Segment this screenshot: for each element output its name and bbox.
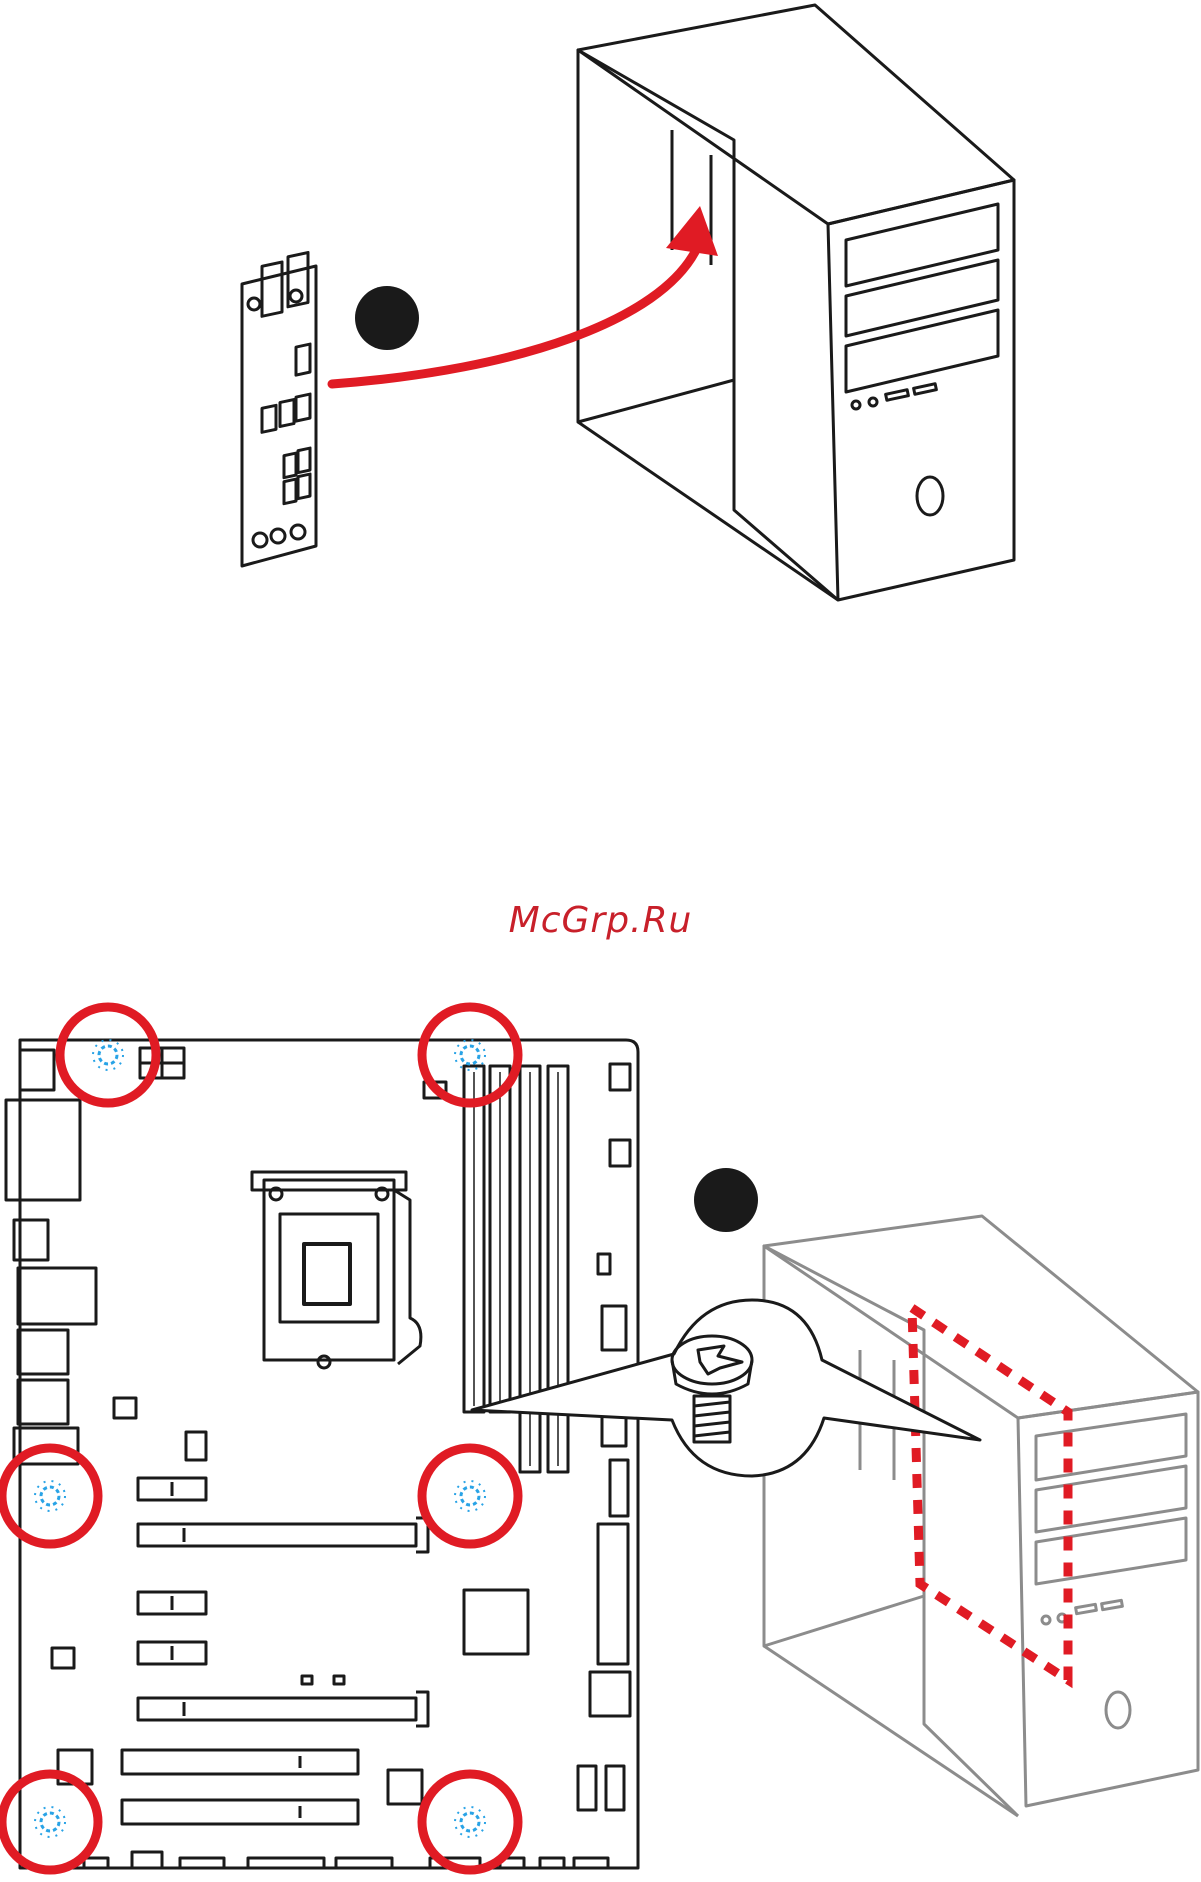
step-2-illustration <box>2 1007 1198 1870</box>
standoff-icon <box>60 1007 156 1103</box>
io-shield-icon <box>242 253 316 566</box>
step-1-marker <box>355 286 419 350</box>
watermark-text: McGrp.Ru <box>0 900 1201 941</box>
standoff-icon <box>422 1774 518 1870</box>
motherboard-icon <box>6 1040 638 1868</box>
standoff-icon <box>2 1774 98 1870</box>
pc-case-icon <box>764 1216 1198 1816</box>
standoff-icon <box>422 1448 518 1544</box>
step-2-marker <box>694 1168 758 1232</box>
standoff-icon <box>2 1448 98 1544</box>
step-1-illustration <box>242 5 1014 600</box>
standoff-icon <box>422 1007 518 1103</box>
